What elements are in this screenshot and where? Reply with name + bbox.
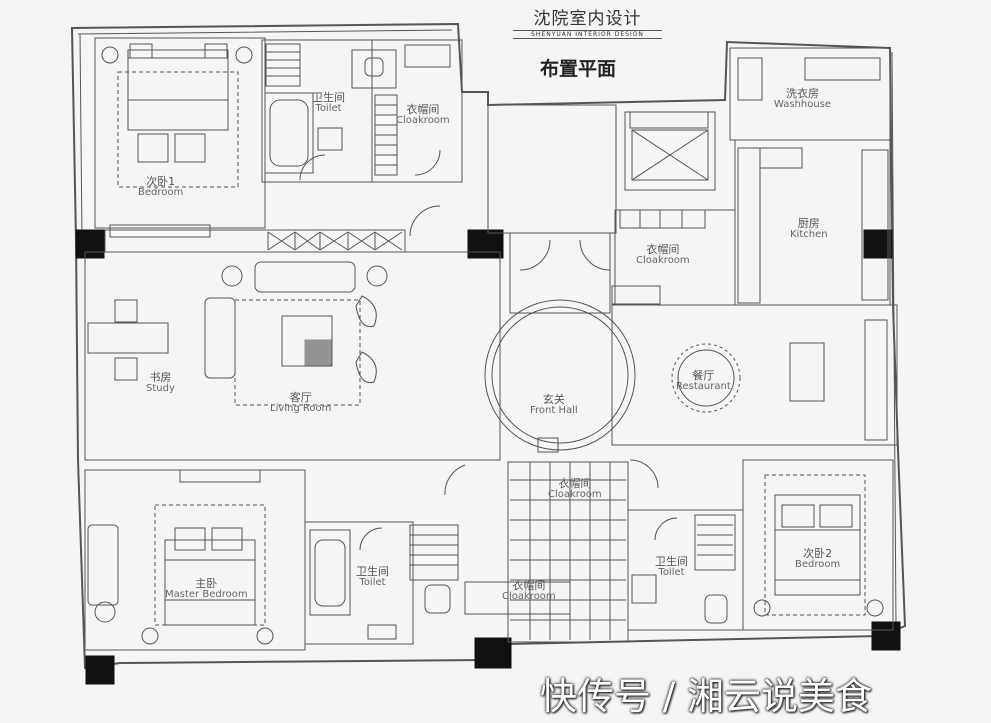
toilet-low-wall [304,521,414,645]
column [474,637,512,669]
brand-logo: 沈院室内设计 SHENYUAN INTERIOR DESIGN [505,4,670,39]
brand-name: 沈院室内设计 [533,9,642,29]
watermark: 快传号 / 湘云说美食 [540,675,872,718]
column [85,655,115,685]
living-study-wall [84,251,501,461]
bedroom1-wall [94,37,266,229]
brand-subtitle: SHENYUAN INTERIOR DESIGN [513,30,662,39]
bedroom2-wall [742,459,894,631]
front-hall-circle [484,299,636,451]
outer-wall [70,22,907,670]
restaurant-wall [611,304,898,446]
column [75,229,105,259]
cloakroom-top-wall [371,39,463,183]
column [467,229,504,259]
plan-title: 布置平面 [540,58,617,80]
column [863,229,893,259]
column [871,621,901,651]
corridor-cabinets [104,229,406,253]
